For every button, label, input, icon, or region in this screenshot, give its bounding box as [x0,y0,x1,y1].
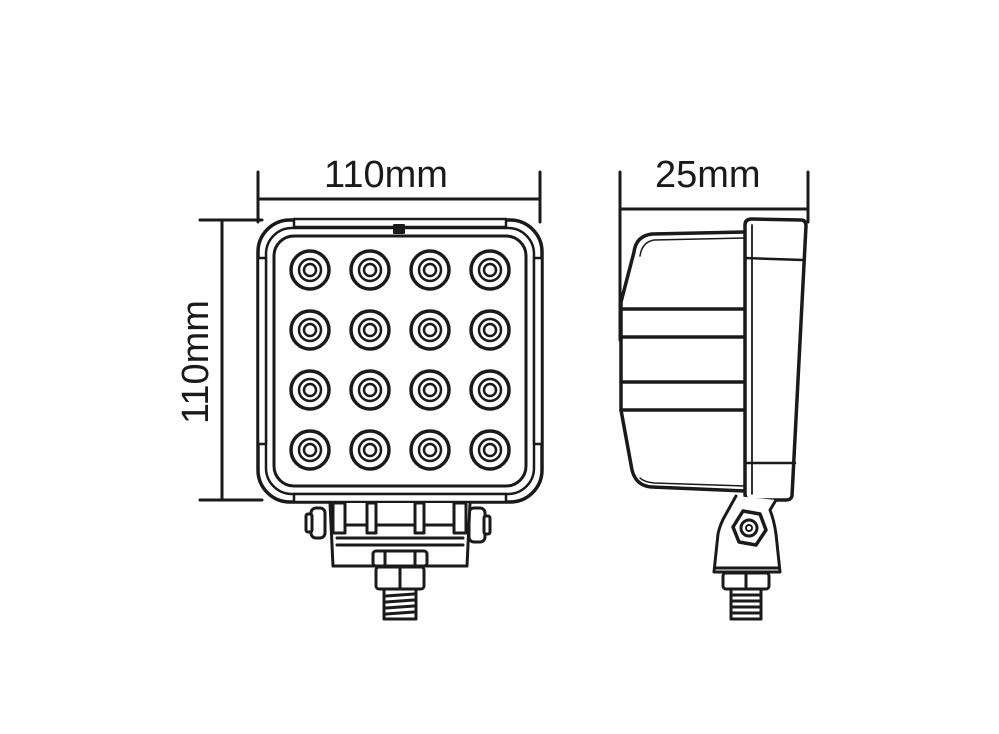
led-icon [349,249,391,291]
led-icon [349,369,391,411]
led-icon [409,369,451,411]
height-dimension-label: 110mm [175,300,217,424]
front-mount-bracket [304,501,492,621]
led-icon [289,429,331,471]
front-housing [256,217,544,504]
width-dimension-label: 110mm [324,154,448,196]
depth-dimension-label: 25mm [655,154,761,196]
led-icon [409,249,451,291]
led-icon [409,309,451,351]
led-row-2 [289,309,511,351]
led-row-1 [289,249,511,291]
led-icon [349,429,391,471]
side-housing [619,217,808,502]
led-row-3 [289,369,511,411]
led-icon [469,429,511,471]
led-icon [289,309,331,351]
led-icon [289,369,331,411]
led-icon [469,369,511,411]
led-grid [289,249,511,471]
height-dimension [198,218,264,502]
led-icon [409,429,451,471]
led-icon [469,249,511,291]
led-icon [469,309,511,351]
led-icon [349,309,391,351]
side-mount-bracket [712,494,782,621]
led-icon [289,249,331,291]
width-dimension [256,170,542,224]
led-row-4 [289,429,511,471]
